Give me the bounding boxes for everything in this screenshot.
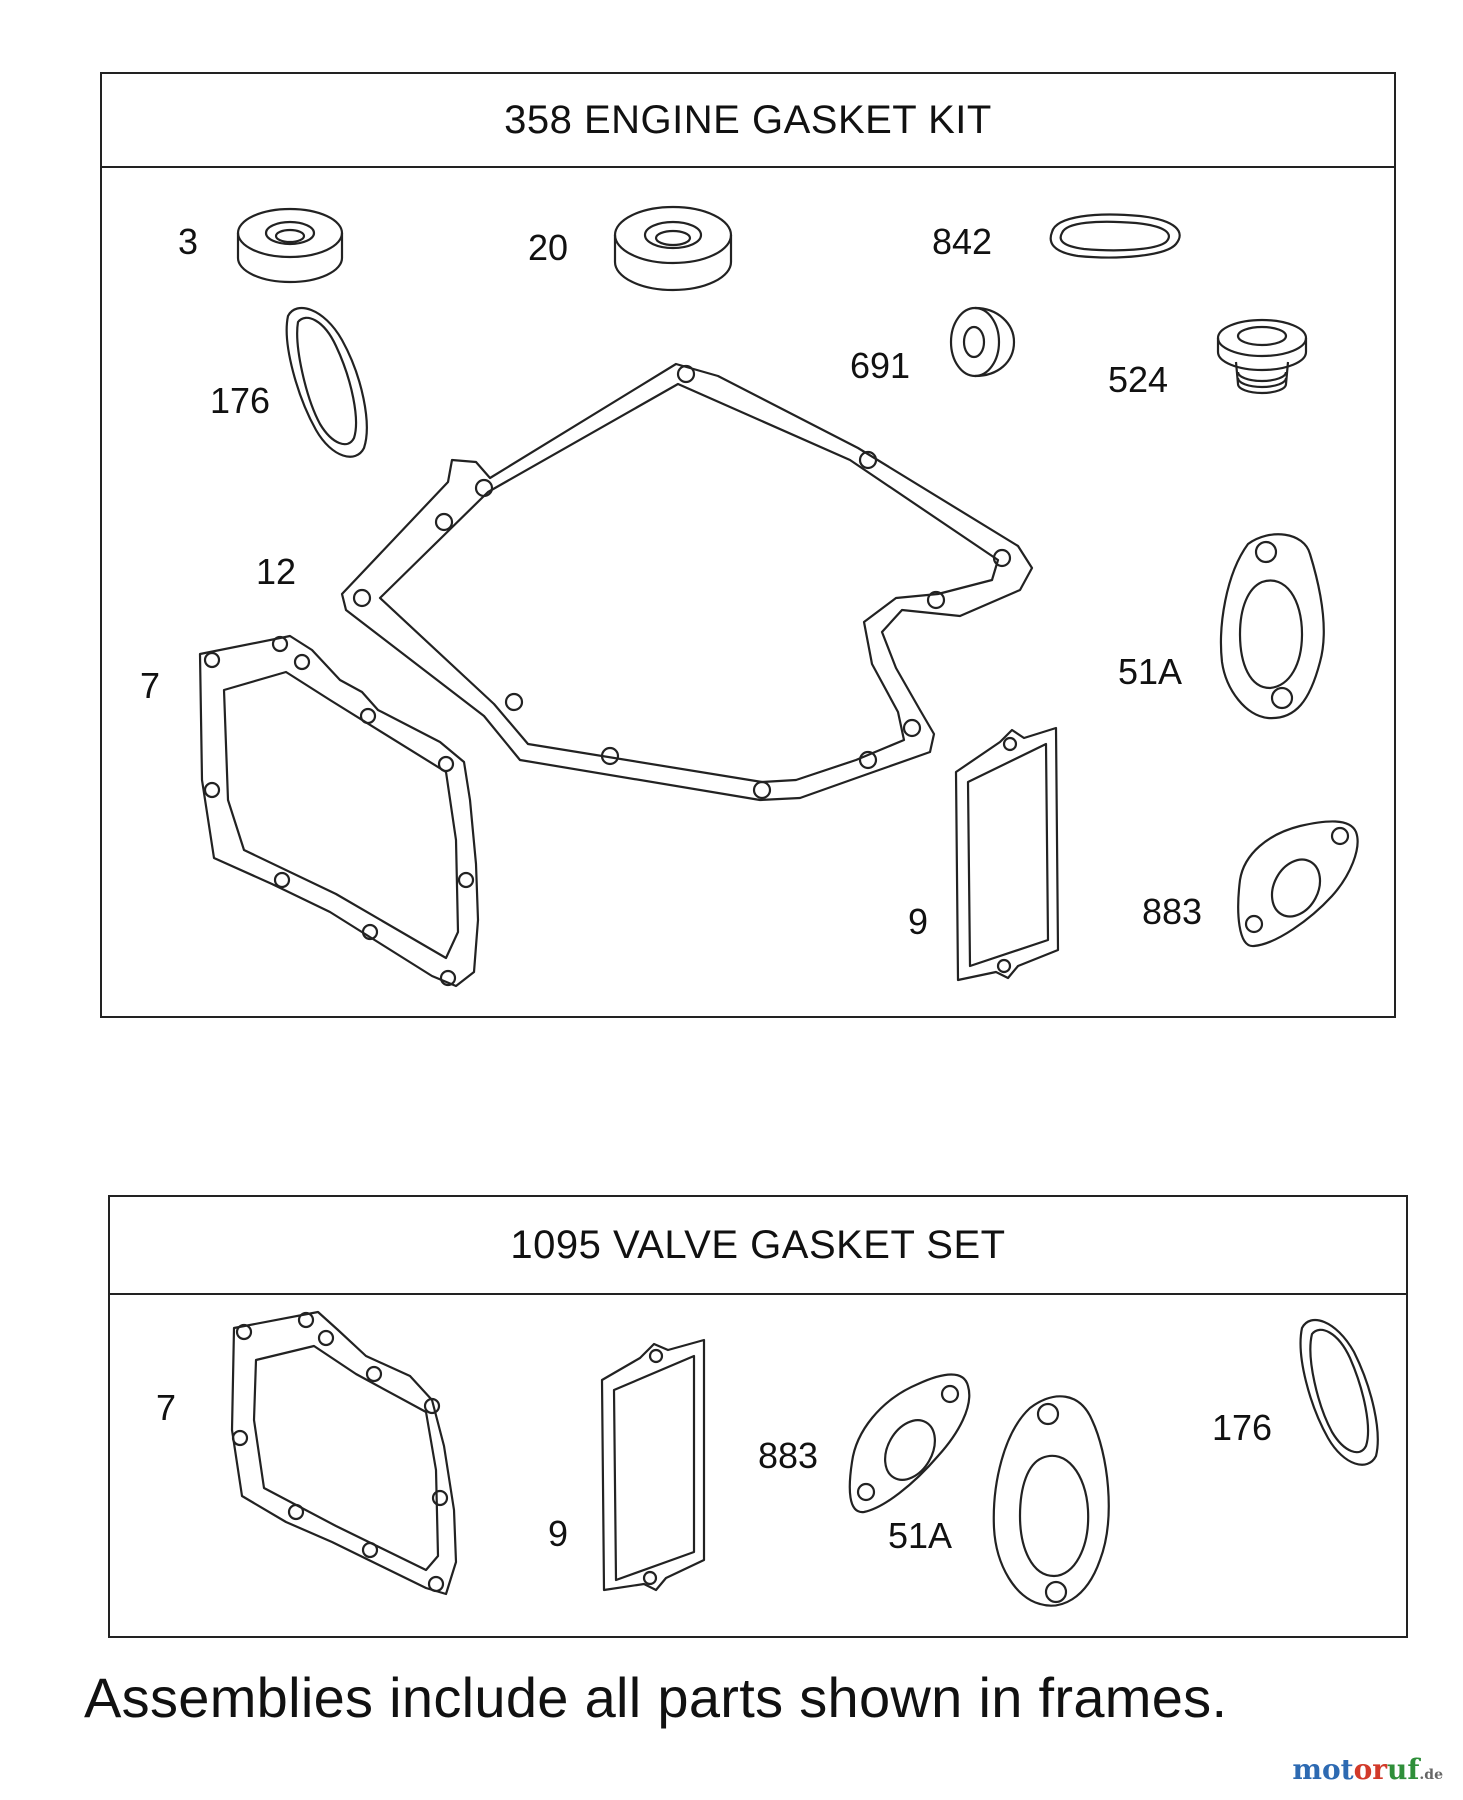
- part-691-seal: [949, 306, 1016, 378]
- part-842-ring: [1049, 213, 1181, 259]
- watermark-logo: motoruf.de: [1292, 1753, 1443, 1786]
- label-9-set: 9: [548, 1513, 568, 1554]
- part-176-gasket-set: [1299, 1318, 1379, 1466]
- label-7: 7: [140, 665, 160, 706]
- label-51a: 51A: [1118, 651, 1182, 692]
- label-7-set: 7: [156, 1387, 176, 1428]
- part-9-breather-gasket: [954, 726, 1060, 982]
- part-7-head-gasket: [198, 634, 480, 988]
- label-883-set: 883: [758, 1435, 818, 1476]
- watermark-part-4: .de: [1419, 1767, 1443, 1783]
- engine-gasket-kit-title: 358 ENGINE GASKET KIT: [102, 74, 1394, 168]
- part-883-carb-gasket-set: [848, 1373, 971, 1514]
- part-51a-intake-gasket: [1219, 533, 1325, 720]
- label-176: 176: [210, 380, 270, 421]
- watermark-part-2: or: [1353, 1753, 1388, 1786]
- engine-gasket-kit-frame: 358 ENGINE GASKET KIT: [100, 72, 1396, 1018]
- part-12-crankcase-gasket: [340, 362, 1034, 802]
- watermark-part-3: uf: [1387, 1753, 1420, 1786]
- assemblies-note: Assemblies include all parts shown in fr…: [84, 1666, 1228, 1729]
- label-883: 883: [1142, 891, 1202, 932]
- label-12: 12: [256, 551, 296, 592]
- part-3-seal: [236, 207, 344, 284]
- part-9-breather-gasket-set: [600, 1338, 706, 1592]
- label-691: 691: [850, 345, 910, 386]
- valve-gasket-set-frame: 1095 VALVE GASKET SET: [108, 1195, 1408, 1638]
- part-20-seal: [613, 205, 733, 292]
- watermark-part-1: mot: [1292, 1753, 1354, 1786]
- part-7-head-gasket-set: [230, 1310, 458, 1596]
- label-20: 20: [528, 227, 568, 268]
- part-176-gasket: [285, 306, 368, 458]
- part-524-plug: [1216, 318, 1308, 395]
- part-51a-intake-gasket-set: [992, 1395, 1110, 1607]
- label-3: 3: [178, 221, 198, 262]
- label-176-set: 176: [1212, 1407, 1272, 1448]
- part-883-carb-gasket: [1237, 820, 1359, 948]
- label-9: 9: [908, 901, 928, 942]
- valve-gasket-set-title: 1095 VALVE GASKET SET: [110, 1197, 1406, 1295]
- label-524: 524: [1108, 359, 1168, 400]
- label-51a-set: 51A: [888, 1515, 952, 1556]
- label-842: 842: [932, 221, 992, 262]
